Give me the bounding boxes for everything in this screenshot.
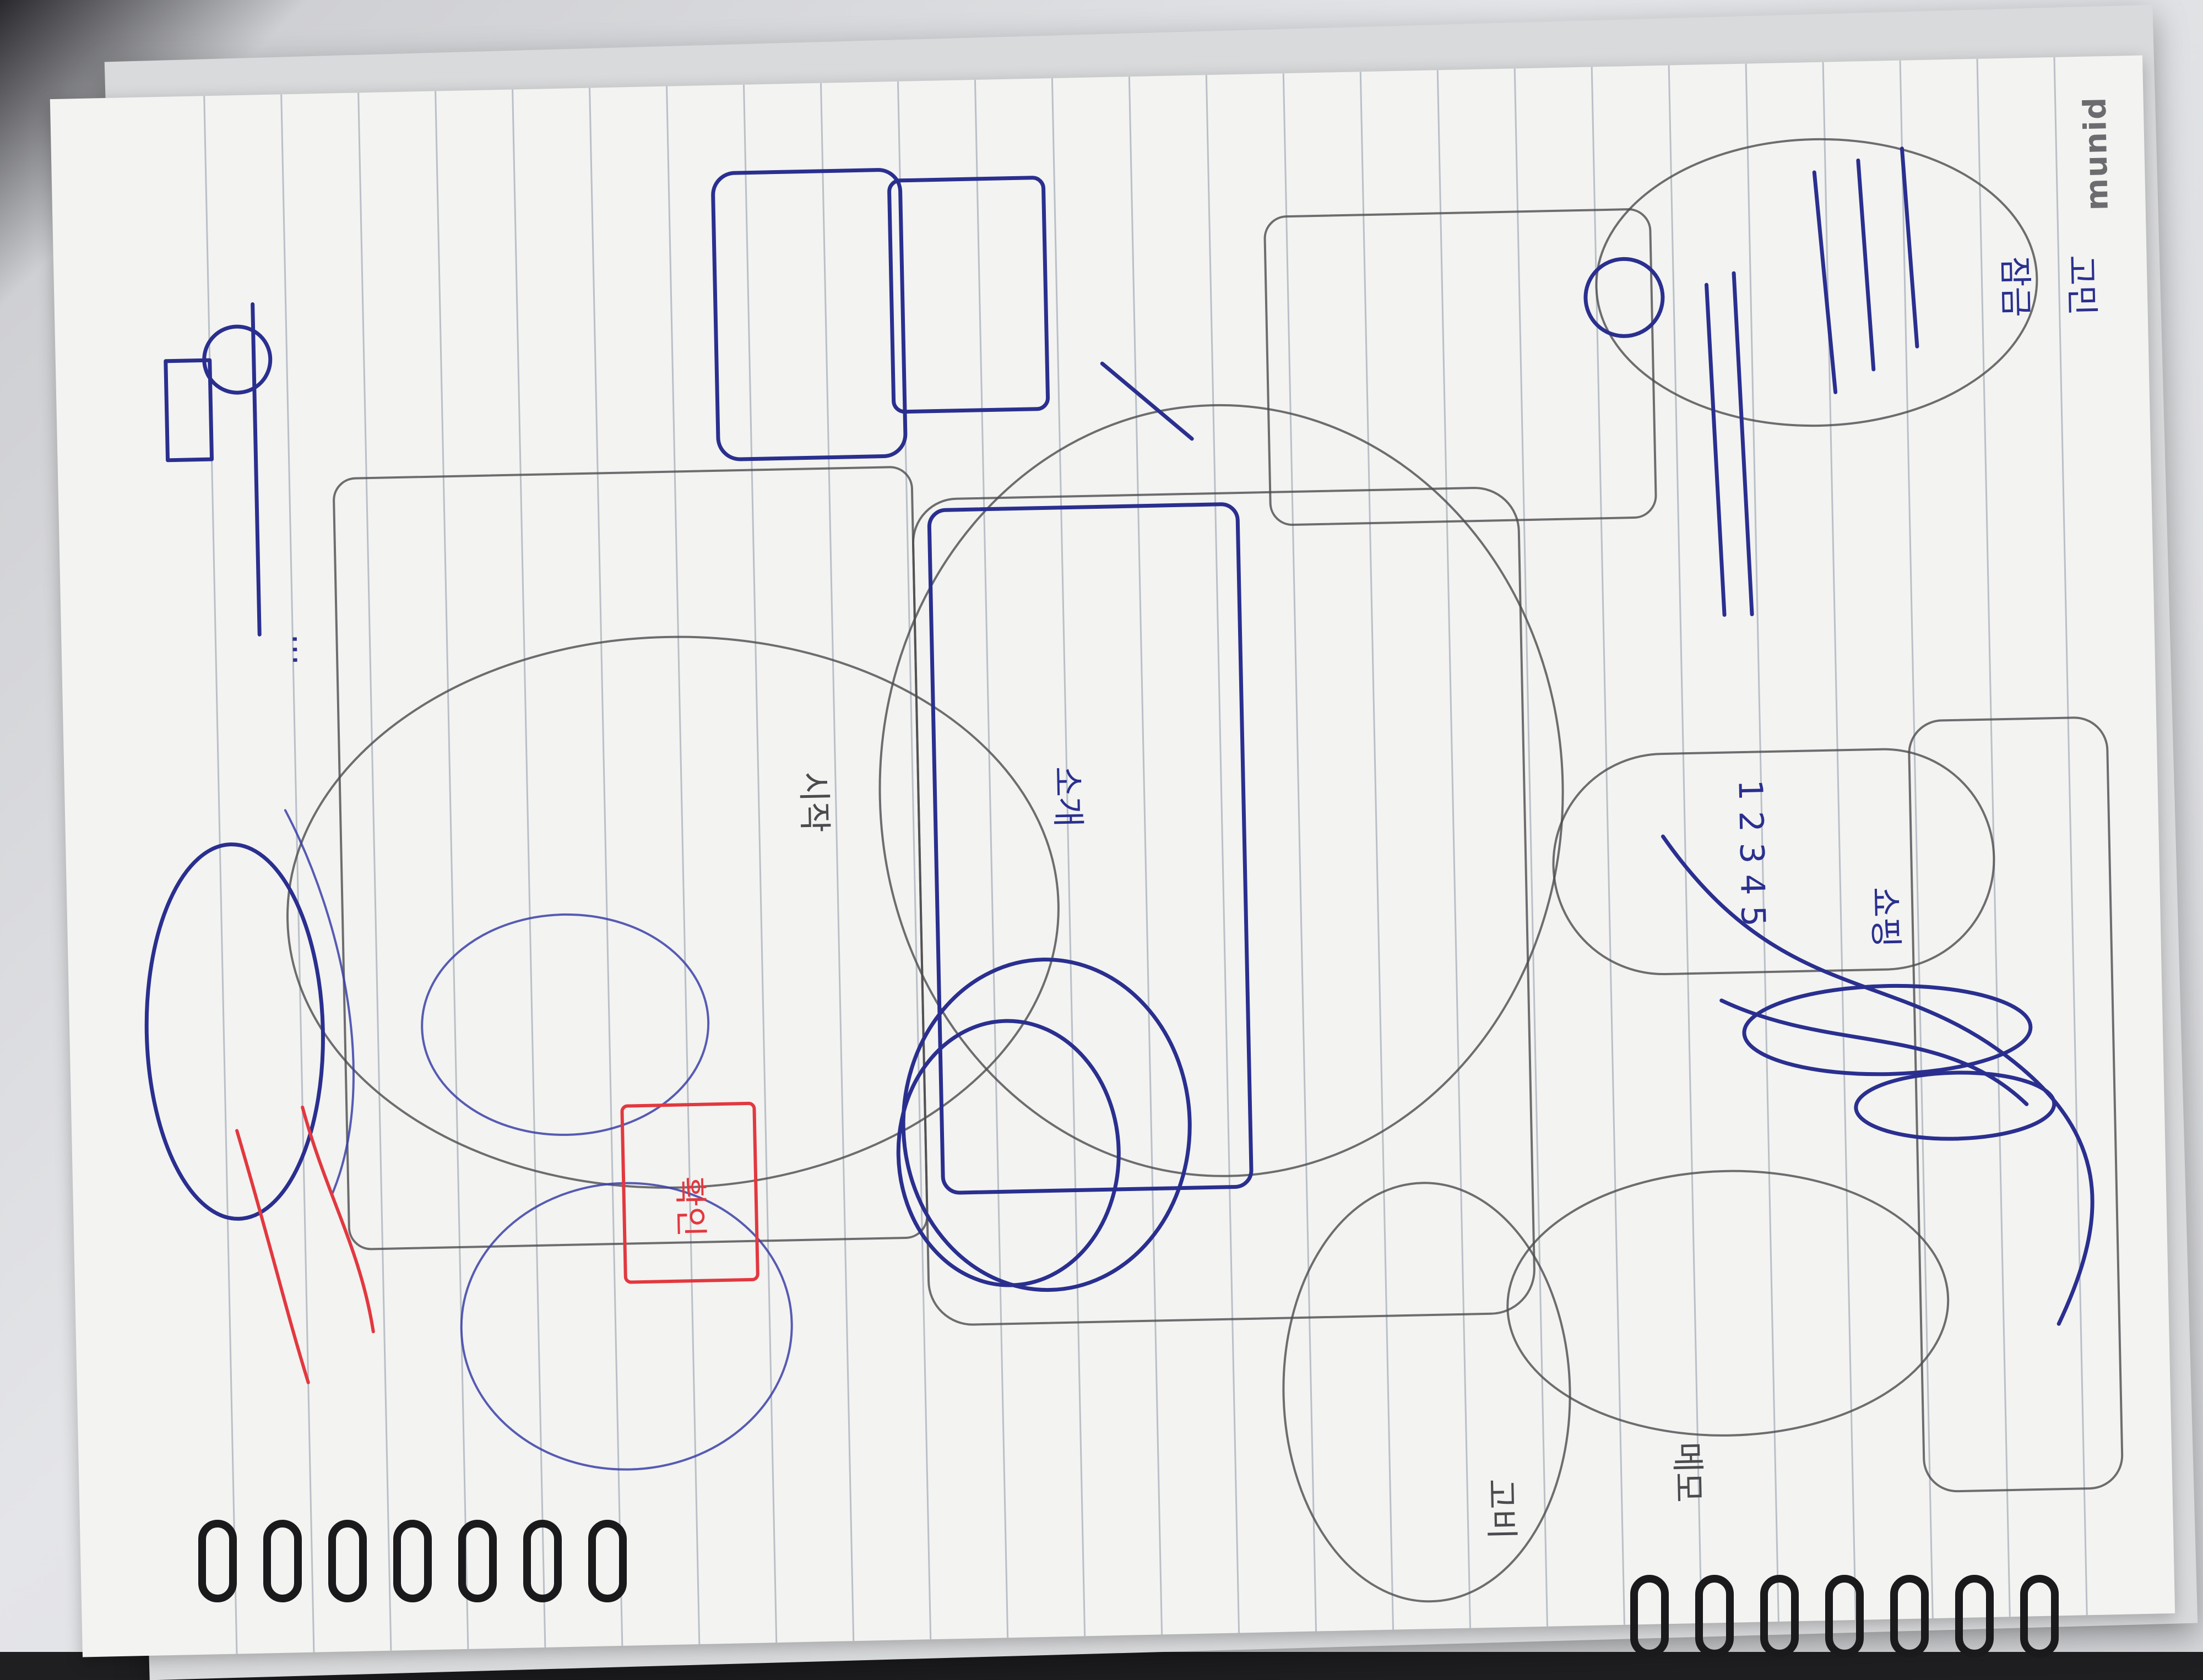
note-sijak: 시작 — [794, 771, 834, 833]
note-jamgeum: 잠금 — [1995, 256, 2035, 318]
handwritten-labels: 소개 시작 1 2 3 4 5 메모 잠금 고민 쇼핑 확인 고비 ... — [284, 254, 2101, 1540]
note-shopping: 쇼핑 — [1865, 887, 1904, 948]
brand-logo: munid — [2077, 96, 2115, 211]
blue-pen-sketches — [144, 146, 2095, 1471]
sketch-canvas: 소개 시작 1 2 3 4 5 메모 잠금 고민 쇼핑 확인 고비 ... — [144, 57, 2124, 1654]
ruled-lines — [203, 57, 2088, 1654]
note-sogae: 소개 — [1048, 766, 1087, 828]
note-numbers: 1 2 3 4 5 — [1730, 779, 1772, 927]
note-gobi: 고비 — [1481, 1478, 1521, 1540]
pencil-wireframes — [286, 138, 2124, 1603]
note-hwak: 확인 — [670, 1176, 710, 1237]
note-memo: 메모 — [1668, 1442, 1707, 1503]
notebook-page: 소개 시작 1 2 3 4 5 메모 잠금 고민 쇼핑 확인 고비 ... mu… — [50, 55, 2175, 1657]
note-gomin: 고민 — [2061, 254, 2101, 316]
spiral-binding-left — [198, 1520, 653, 1602]
spiral-binding-right — [1630, 1575, 2085, 1657]
note-etc: ... — [284, 633, 323, 666]
red-pen-notes — [235, 1101, 759, 1384]
